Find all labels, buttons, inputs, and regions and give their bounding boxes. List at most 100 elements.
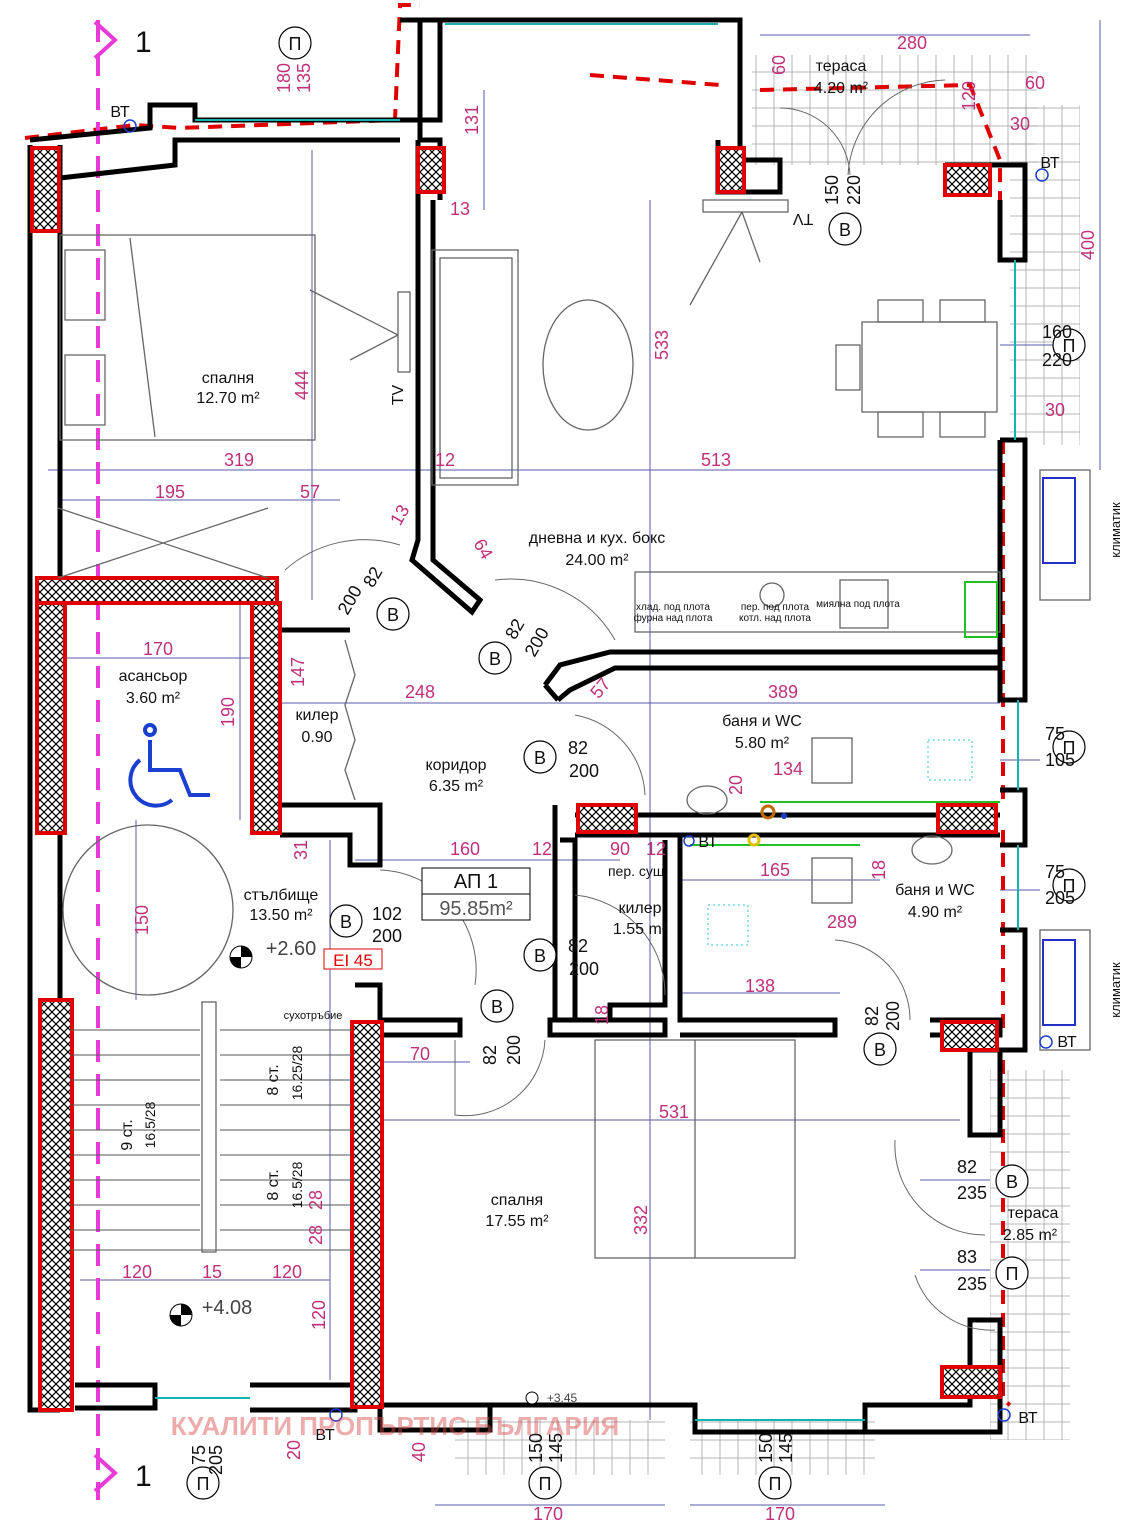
room-area: 5.80 m² [735, 735, 790, 752]
room-area: 4.20 m² [814, 80, 869, 97]
doors [284, 79, 996, 1331]
svg-text:П: П [539, 1474, 552, 1494]
svg-text:ВТ: ВТ [110, 104, 130, 121]
watermark: КУАЛИТИ ПРОПЪРТИС БЪЛГАРИЯ [171, 1411, 619, 1441]
svg-text:12: 12 [435, 450, 455, 470]
svg-text:513: 513 [701, 450, 731, 470]
svg-text:П: П [1063, 738, 1076, 758]
svg-text:28: 28 [306, 1225, 326, 1245]
svg-text:П: П [1063, 336, 1076, 356]
svg-text:EI 45: EI 45 [333, 951, 373, 970]
svg-text:82: 82 [501, 615, 528, 642]
svg-text:531: 531 [659, 1102, 689, 1122]
svg-text:16.5/28: 16.5/28 [142, 1101, 158, 1148]
svg-text:200: 200 [504, 1035, 524, 1065]
svg-text:195: 195 [155, 482, 185, 502]
room-name: баня и WC [895, 882, 975, 899]
svg-text:пер. под плота: пер. под плота [741, 602, 810, 613]
room-name: спалня [202, 370, 254, 387]
svg-text:205: 205 [206, 1445, 226, 1475]
svg-text:15: 15 [202, 1262, 222, 1282]
svg-text:82: 82 [480, 1045, 500, 1065]
svg-text:235: 235 [957, 1183, 987, 1203]
svg-text:70: 70 [410, 1044, 430, 1064]
room-area: 0.90 [301, 729, 332, 746]
room-area: 24.00 m² [565, 552, 629, 569]
svg-text:150: 150 [822, 175, 842, 205]
room-name: дневна и кух. бокс [529, 530, 665, 547]
room-area: 1.55 m² [613, 921, 668, 938]
svg-text:16.5/28: 16.5/28 [289, 1161, 305, 1208]
door-tag-letters: П В П В В В П В В П В В В П П П П [197, 34, 1076, 1494]
svg-text:200: 200 [569, 761, 599, 781]
axis-marker-top [93, 20, 118, 60]
svg-text:В: В [534, 748, 546, 768]
svg-text:75: 75 [1045, 724, 1065, 744]
svg-text:165: 165 [760, 860, 790, 880]
svg-text:фурна над плота: фурна над плота [634, 612, 713, 624]
svg-text:138: 138 [745, 976, 775, 996]
svg-text:П: П [1006, 1264, 1019, 1284]
room-labels: спалня 12.70 m² дневна и кух. бокс 24.00… [119, 58, 1059, 1244]
svg-text:533: 533 [652, 330, 672, 360]
room-area: 4.90 m² [908, 904, 963, 921]
svg-text:102: 102 [372, 904, 402, 924]
svg-text:18: 18 [592, 1005, 612, 1025]
svg-text:220: 220 [844, 175, 864, 205]
svg-text:13: 13 [386, 501, 413, 528]
svg-text:16.25/28: 16.25/28 [289, 1046, 305, 1101]
svg-text:75: 75 [1045, 862, 1065, 882]
room-name: коридор [425, 757, 486, 774]
svg-text:АП 1: АП 1 [454, 871, 498, 893]
terrace-top-right-tiles [1010, 105, 1080, 445]
door-tags [186, 26, 1086, 1500]
svg-text:В: В [491, 997, 503, 1017]
svg-text:190: 190 [218, 697, 238, 727]
svg-text:ВТ: ВТ [1057, 1034, 1077, 1051]
room-area: 3.60 m² [126, 690, 181, 707]
svg-text:82: 82 [359, 563, 386, 590]
level-label: +3.45 [547, 1391, 578, 1405]
svg-text:220: 220 [1042, 350, 1072, 370]
svg-text:90: 90 [610, 839, 630, 859]
svg-text:В: В [1006, 1172, 1018, 1192]
svg-text:ВТ: ВТ [1018, 1410, 1038, 1427]
svg-text:150: 150 [526, 1433, 546, 1463]
svg-text:П: П [769, 1474, 782, 1494]
svg-text:389: 389 [768, 682, 798, 702]
svg-text:120: 120 [959, 81, 979, 111]
svg-text:319: 319 [224, 450, 254, 470]
room-area: 2.85 m² [1003, 1227, 1058, 1244]
svg-text:64: 64 [470, 535, 497, 562]
svg-text:28: 28 [306, 1190, 326, 1210]
apartment-label: АП 1 95.85m² EI 45 [323, 867, 531, 970]
svg-text:83: 83 [957, 1247, 977, 1267]
svg-text:30: 30 [1045, 400, 1065, 420]
svg-text:ВТ: ВТ [315, 1427, 335, 1444]
svg-text:климатик: климатик [1108, 502, 1123, 558]
axis-label-bottom: 1 [135, 1460, 152, 1493]
room-area: 6.35 m² [429, 778, 484, 795]
svg-text:12: 12 [532, 839, 552, 859]
svg-text:200: 200 [372, 926, 402, 946]
svg-text:205: 205 [1045, 888, 1075, 908]
svg-text:8 ст.: 8 ст. [265, 1169, 282, 1200]
svg-text:В: В [874, 1040, 886, 1060]
svg-text:150: 150 [132, 905, 152, 935]
svg-text:145: 145 [546, 1433, 566, 1463]
svg-text:60: 60 [769, 55, 789, 75]
svg-text:160: 160 [1042, 322, 1072, 342]
svg-text:160: 160 [450, 839, 480, 859]
svg-text:332: 332 [631, 1205, 651, 1235]
level-label: +2.60 [266, 938, 317, 960]
level-label: +4.08 [202, 1297, 253, 1319]
svg-text:40: 40 [409, 1442, 429, 1462]
apartment-boundary [24, 2, 1012, 1407]
svg-text:82: 82 [862, 1006, 882, 1026]
svg-text:150: 150 [756, 1433, 776, 1463]
svg-text:60: 60 [1025, 73, 1045, 93]
svg-text:20: 20 [726, 775, 746, 795]
svg-text:климатик: климатик [1108, 962, 1123, 1018]
svg-text:9 ст.: 9 ст. [119, 1119, 136, 1150]
